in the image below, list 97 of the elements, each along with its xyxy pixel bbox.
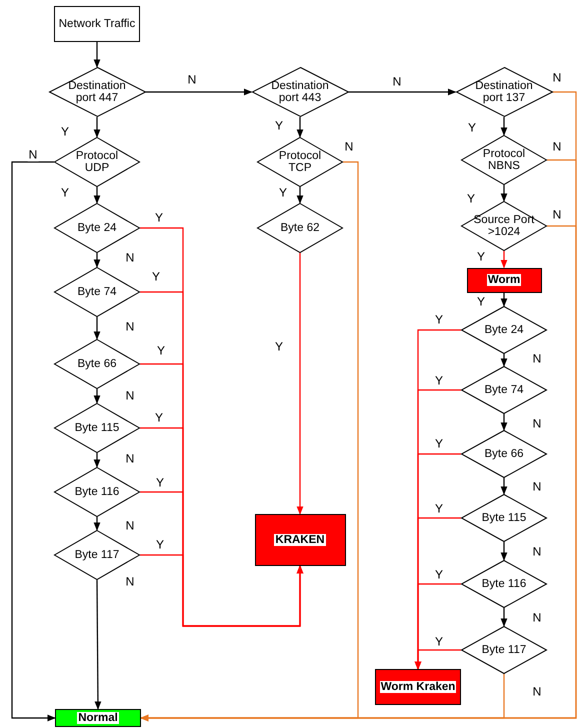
- node-label: Byte 74: [78, 286, 116, 298]
- edge-label: Y: [60, 126, 70, 138]
- edge-label: N: [532, 352, 542, 366]
- edge-label: N: [124, 390, 136, 402]
- edge-label: N: [344, 140, 354, 154]
- edge-label: N: [552, 208, 562, 222]
- node-label: Protocol UDP: [74, 150, 120, 174]
- edge-label: Y: [467, 122, 477, 134]
- edge-label: Y: [60, 186, 70, 200]
- node-label: Byte 117: [482, 644, 526, 656]
- edge-label: N: [124, 320, 136, 334]
- arrow: [94, 42, 100, 68]
- arrow: [500, 251, 508, 268]
- edge-label: Y: [466, 192, 476, 206]
- arrow: [11, 161, 56, 722]
- arrow: [500, 117, 508, 136]
- node-label: Byte 24: [78, 222, 116, 234]
- edge-label: Y: [434, 636, 444, 648]
- arrow: [296, 253, 304, 515]
- edge-label: N: [124, 252, 136, 264]
- node-label: Worm: [486, 274, 522, 286]
- edge-label: Y: [156, 344, 166, 358]
- node-label: Byte 66: [484, 448, 524, 460]
- edge-label: Y: [434, 438, 444, 450]
- edge-label: Y: [274, 340, 284, 354]
- edge-label: Y: [476, 250, 486, 264]
- edge-label: N: [28, 148, 38, 162]
- result-box: [254, 514, 346, 566]
- arrow: [500, 414, 508, 431]
- node-label: Byte 116: [482, 578, 526, 590]
- edge-label: N: [532, 418, 542, 430]
- arrow: [94, 187, 100, 204]
- arrow: [348, 88, 456, 96]
- arrow: [146, 88, 252, 96]
- edge-label: Y: [434, 314, 444, 326]
- arrow: [94, 580, 102, 710]
- edge-label: N: [124, 520, 136, 532]
- arrow: [94, 517, 100, 531]
- node-label: Byte 117: [74, 549, 120, 561]
- node-label: Network Traffic: [58, 18, 136, 30]
- edge-label: N: [392, 76, 402, 88]
- result-box: [466, 268, 542, 292]
- arrow: [94, 389, 100, 404]
- edge-label: Y: [434, 502, 444, 516]
- edge-label: Y: [274, 120, 284, 132]
- edge-label: N: [552, 72, 562, 84]
- edge-label: Y: [476, 296, 486, 308]
- node-label: Byte 115: [482, 512, 526, 524]
- arrow: [140, 674, 505, 722]
- edge-label: Y: [155, 476, 165, 490]
- edge-label: N: [124, 452, 136, 466]
- node-label: Destination port 443: [270, 80, 330, 104]
- arrow: [296, 117, 304, 138]
- edge-label: N: [532, 612, 542, 624]
- edge-label: Y: [434, 568, 444, 582]
- edge-label: N: [532, 480, 542, 494]
- node-label: Source Port >1024: [473, 214, 535, 238]
- edge-label: Y: [154, 412, 164, 424]
- result-box: [55, 709, 141, 727]
- node-label: Protocol TCP: [278, 150, 322, 174]
- arrow: [94, 317, 100, 340]
- node-label: Byte 74: [484, 384, 524, 396]
- edge-label: N: [124, 576, 136, 588]
- node-label: Byte 66: [78, 358, 116, 370]
- node-label: Protocol NBNS: [482, 148, 526, 172]
- node-label: Destination port 447: [67, 80, 127, 104]
- node-label: Worm Kraken: [380, 681, 456, 693]
- result-box: [375, 669, 461, 705]
- arrow: [500, 185, 508, 202]
- arrow: [94, 117, 100, 138]
- arrow: [500, 542, 508, 561]
- edge-label: N: [532, 546, 542, 558]
- edge-label: N: [186, 74, 198, 86]
- arrow: [500, 292, 508, 307]
- edge-label: Y: [151, 270, 161, 284]
- edge-label: Y: [154, 212, 164, 224]
- arrow: [500, 354, 508, 367]
- node-label: Byte 115: [74, 422, 120, 434]
- edge-label: N: [532, 686, 542, 698]
- arrow: [500, 608, 508, 627]
- node-label: Byte 62: [280, 222, 320, 234]
- arrow: [500, 478, 508, 495]
- node-label: Byte 24: [484, 324, 524, 336]
- arrow: [140, 554, 304, 627]
- edge-label: Y: [155, 538, 165, 552]
- arrow: [94, 453, 100, 468]
- node-label: Byte 116: [74, 486, 120, 498]
- arrow: [296, 187, 304, 204]
- edge-label: N: [552, 140, 562, 154]
- edge-label: Y: [278, 186, 288, 200]
- process-box: [54, 6, 140, 42]
- node-label: Destination port 137: [474, 80, 534, 104]
- edge-label: Y: [434, 374, 444, 388]
- node-label: KRAKEN: [274, 534, 326, 546]
- arrow: [414, 649, 461, 670]
- arrow: [94, 253, 100, 268]
- node-label: Normal: [77, 712, 119, 724]
